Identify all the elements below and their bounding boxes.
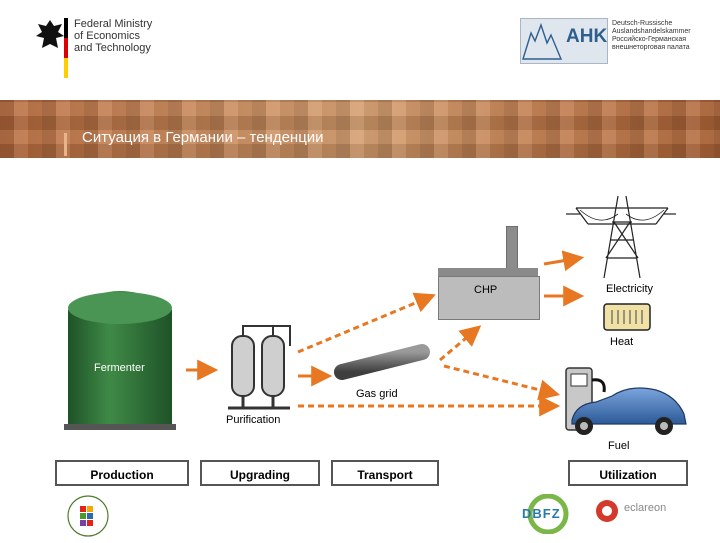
car-icon [571,387,687,435]
chp-label: CHP [474,284,498,296]
dbfz-logo [518,493,576,535]
stage-utilization: Utilization [568,460,688,486]
flag-gold-stripe [64,58,68,78]
slide-title: Ситуация в Германии – тенденции [82,129,324,146]
heat-label: Heat [610,336,634,348]
arrow-purification-to-chp [297,292,436,354]
stage-upgrading: Upgrading [200,460,320,486]
flag-red-stripe [64,38,68,58]
fuel-label: Fuel [608,440,630,452]
flow-arrows [186,250,585,417]
ahk-subtitle: Deutsch-Russische Auslandshandelskammer … [612,20,691,51]
fermenter-tank [64,291,176,430]
radiator-icon [603,303,651,331]
stage-transport: Transport [331,460,439,486]
arrow-chp-to-electricity [543,250,585,272]
stage-production: Production [55,460,189,486]
chp-chimney [506,226,518,272]
eclareon-logo [594,498,620,524]
electricity-label: Electricity [606,283,654,295]
title-banner [0,100,720,158]
power-tower-icon [566,195,676,279]
renewables-logo [66,494,110,538]
eclareon-logo-text: eclareon [624,502,667,514]
ahk-logo-text: AHK [566,26,608,47]
purification-label: Purification [226,414,281,426]
gas-grid-pipe [334,344,430,380]
dbfz-logo-text: DBFZ [522,506,561,521]
ahk-logo [520,18,608,64]
fermenter-label: Fermenter [94,362,145,374]
arrow-gasgrid-to-chp [439,325,482,362]
gas-grid-label: Gas grid [356,388,398,400]
eagle-icon [36,20,64,48]
chp-roof [438,268,538,278]
purification-unit [228,325,291,410]
arrow-gasgrid-to-car [443,364,561,401]
flag-black-stripe [64,18,68,38]
ministry-logo [30,16,70,80]
chp-building [438,276,540,320]
ministry-name: Federal Ministry of Economics and Techno… [74,18,153,54]
title-accent-bar [64,133,67,156]
